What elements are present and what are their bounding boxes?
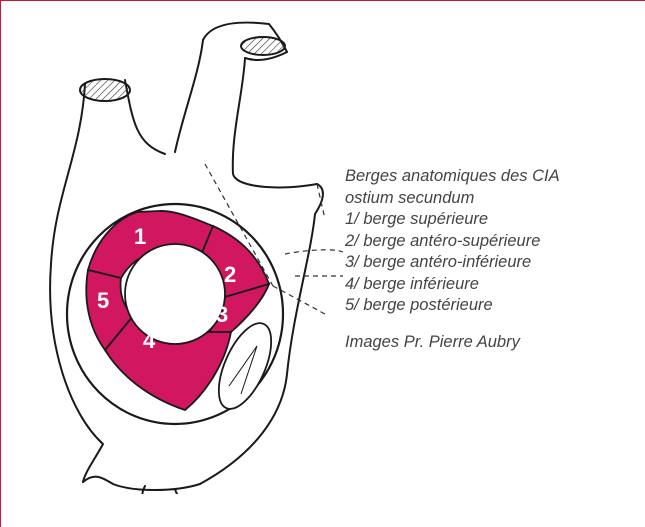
caption-title-line-1: Berges anatomiques des CIA	[345, 166, 640, 188]
segment-label-1: 1	[134, 224, 146, 249]
caption-item-3: 3/ berge antéro-inférieure	[345, 252, 640, 274]
caption-item-4: 4/ berge inférieure	[345, 274, 640, 296]
heart-septum-diagram: 1 2 3 4 5	[25, 14, 345, 494]
caption-item-5: 5/ berge postérieure	[345, 295, 640, 317]
caption-item-2: 2/ berge antéro-supérieure	[345, 231, 640, 253]
segment-label-3: 3	[216, 302, 228, 327]
caption-item-1: 1/ berge supérieure	[345, 209, 640, 231]
caption-title-line-2: ostium secundum	[345, 188, 640, 210]
septal-defect-hole	[125, 244, 225, 344]
segment-label-4: 4	[143, 328, 156, 353]
image-credit: Images Pr. Pierre Aubry	[345, 332, 640, 354]
segment-label-5: 5	[97, 288, 109, 313]
segment-label-2: 2	[224, 262, 236, 287]
diagram-caption: Berges anatomiques des CIA ostium secund…	[345, 166, 640, 353]
